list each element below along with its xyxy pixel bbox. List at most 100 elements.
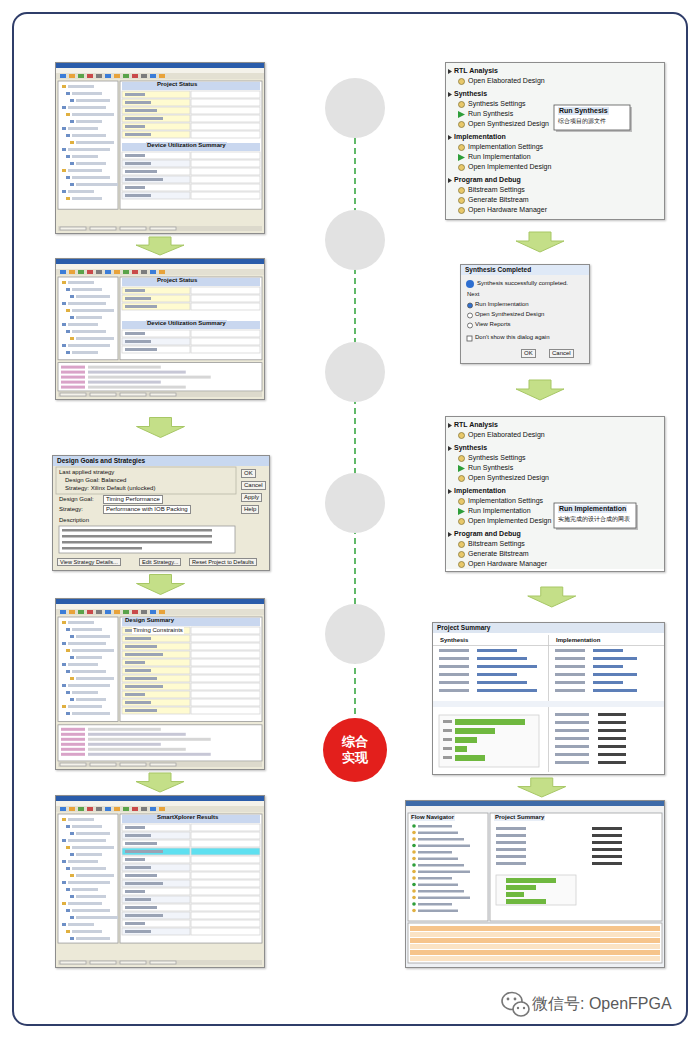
ui-mock — [76, 895, 106, 898]
ui-mock — [122, 912, 190, 919]
ui-mock — [150, 610, 156, 614]
ui-mock — [122, 888, 190, 895]
ui-mock — [191, 303, 260, 310]
ui-mock — [62, 148, 66, 151]
ui-icon — [458, 465, 465, 472]
ui-mock — [88, 738, 211, 741]
ui-mock — [506, 899, 546, 904]
ui-mock — [555, 673, 585, 676]
ui-mock — [122, 848, 190, 855]
ui-mock — [446, 417, 664, 569]
ui-icon — [412, 831, 416, 835]
ui-mock — [76, 183, 118, 186]
ui-mock — [592, 848, 622, 851]
ui-mock — [56, 269, 264, 275]
ui-icon — [448, 135, 452, 140]
ui-mock — [410, 956, 660, 961]
ui-mock — [62, 85, 66, 88]
ui-mock — [410, 950, 660, 955]
ui-mock — [61, 371, 85, 374]
ui-mock — [68, 302, 106, 305]
ui-mock — [125, 834, 151, 837]
ui-mock — [125, 194, 151, 197]
ui-mock — [123, 74, 129, 78]
ui-mock — [60, 393, 86, 396]
ui-mock — [410, 926, 660, 931]
ui-mock — [598, 745, 626, 748]
ui-text: Design Goal: — [59, 496, 94, 503]
ui-mock — [56, 801, 264, 806]
ui-mock — [418, 884, 458, 887]
ui-mock — [56, 599, 264, 769]
ui-mock — [68, 818, 94, 821]
ui-icon — [412, 902, 416, 906]
ui-mock — [555, 721, 589, 724]
ui-mock — [593, 689, 637, 692]
ui-mock — [555, 681, 585, 684]
ui-mock — [70, 120, 74, 123]
ui-mock — [555, 665, 585, 668]
ui-text: Synthesis — [439, 637, 469, 644]
ui-text: Open Hardware Manager — [468, 206, 547, 214]
ui-mock — [72, 155, 98, 158]
ui-mock — [122, 880, 190, 887]
ui-mock — [76, 698, 106, 701]
ui-mock — [125, 186, 145, 189]
ui-text: Open Synthesized Design — [475, 311, 544, 318]
ui-mock — [70, 937, 74, 940]
ui-text: Synthesis Settings — [468, 100, 526, 108]
ui-icon — [459, 198, 465, 204]
ui-mock — [69, 610, 75, 614]
ui-mock — [433, 623, 664, 633]
ui-icon — [466, 280, 474, 288]
ui-icon — [448, 489, 452, 494]
ui-mock — [141, 270, 147, 274]
ui-mock — [125, 866, 151, 869]
ui-text: Strategy: Xilinx Default (unlocked) — [65, 485, 155, 492]
ui-mock — [159, 270, 165, 274]
ui-mock — [61, 728, 85, 731]
ui-text: Reset Project to Defaults — [189, 558, 257, 566]
ui-mock — [125, 162, 151, 165]
ui-mock — [122, 635, 190, 642]
ui-mock — [598, 713, 626, 716]
stage-circle: 综合 实现 — [323, 718, 387, 782]
ui-mock — [191, 832, 260, 839]
ui-mock — [191, 872, 260, 879]
ui-icon — [468, 323, 473, 328]
step-circle — [325, 473, 385, 533]
ui-mock — [150, 227, 176, 230]
ui-mock — [191, 848, 260, 855]
ui-text: Performance with IOB Packing — [103, 505, 191, 514]
ui-mock — [72, 309, 114, 312]
ui-text: Design Goals and Strategies — [57, 457, 145, 464]
ui-mock — [125, 348, 157, 351]
ui-icon — [412, 870, 416, 874]
ui-text: Device Utilization Summary — [146, 142, 227, 149]
ui-mock — [78, 807, 84, 811]
ui-icon — [459, 552, 465, 558]
ui-mock — [439, 689, 469, 692]
ui-mock — [406, 801, 664, 967]
ui-text: Program and Debug — [454, 530, 521, 538]
ui-mock — [120, 617, 262, 721]
ui-mock — [125, 101, 151, 104]
ui-text: Open Hardware Manager — [468, 560, 547, 568]
ui-mock — [191, 928, 260, 935]
ui-mock — [150, 807, 156, 811]
ui-text: Strategy: — [59, 506, 83, 513]
ise-screenshot-art — [56, 599, 266, 771]
ui-mock — [555, 737, 589, 740]
ui-mock — [122, 651, 190, 658]
ui-text: Generate Bitstream — [468, 550, 529, 558]
ui-mock — [66, 197, 70, 200]
ui-mock — [66, 909, 70, 912]
ui-text: Don't show this dialog again — [475, 334, 550, 341]
ui-text: Project Summary — [494, 814, 545, 821]
ui-mock — [90, 393, 116, 396]
ui-mock — [418, 838, 464, 841]
ui-mock — [60, 74, 66, 78]
ui-mock — [76, 937, 110, 940]
ui-mock — [477, 657, 527, 660]
ui-mock — [62, 547, 142, 550]
